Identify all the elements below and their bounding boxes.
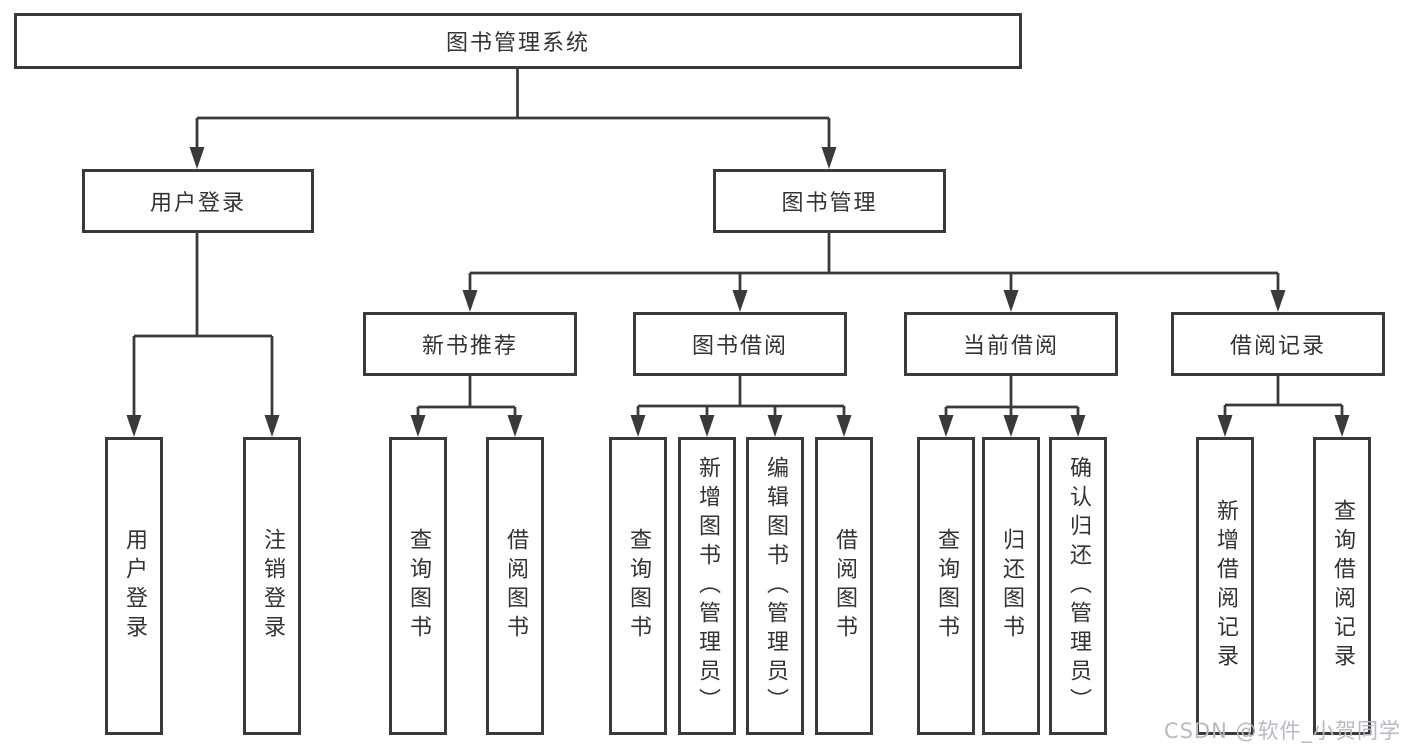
leaf-bb-query-books-label: 查询图书 (626, 528, 651, 644)
node-root-system-label: 图书管理系统 (445, 31, 590, 56)
leaf-cb-confirm-return-admin-label: 确认归还（管理员） (1066, 455, 1091, 717)
leaf-nbr-borrow-books-label: 借阅图书 (503, 528, 528, 644)
node-borrowing-records-label: 借阅记录 (1229, 334, 1326, 359)
leaf-cb-confirm-return-admin: 确认归还（管理员） (1049, 437, 1107, 735)
node-user-login: 用户登录 (82, 169, 314, 233)
csdn-watermark: CSDN @软件_小贺同学 (1163, 719, 1401, 743)
leaf-nbr-query-books-label: 查询图书 (406, 528, 431, 644)
leaf-bb-query-books: 查询图书 (609, 437, 667, 735)
leaf-user-login: 用户登录 (105, 437, 163, 735)
leaf-nbr-query-books: 查询图书 (389, 437, 447, 735)
leaf-cb-query-books: 查询图书 (917, 437, 975, 735)
leaf-br-add-record-label: 新增借阅记录 (1213, 499, 1238, 673)
node-book-borrowing: 图书借阅 (633, 312, 847, 376)
leaf-bb-borrow-books: 借阅图书 (815, 437, 873, 735)
node-book-management: 图书管理 (713, 169, 946, 233)
leaf-nbr-borrow-books: 借阅图书 (486, 437, 544, 735)
leaf-cb-query-books-label: 查询图书 (934, 528, 959, 644)
leaf-bb-add-books-admin: 新增图书（管理员） (678, 437, 736, 735)
node-borrowing-records: 借阅记录 (1171, 312, 1385, 376)
node-new-book-recommendation: 新书推荐 (363, 312, 577, 376)
node-book-management-label: 图书管理 (781, 191, 878, 216)
leaf-br-query-record: 查询借阅记录 (1313, 437, 1371, 735)
leaf-br-query-record-label: 查询借阅记录 (1330, 499, 1355, 673)
node-book-borrowing-label: 图书借阅 (691, 334, 788, 359)
leaf-logout-login: 注销登录 (243, 437, 301, 735)
leaf-user-login-label: 用户登录 (122, 528, 147, 644)
node-current-borrowing: 当前借阅 (904, 312, 1118, 376)
node-root-system: 图书管理系统 (14, 13, 1022, 69)
leaf-cb-return-books: 归还图书 (982, 437, 1040, 735)
leaf-br-add-record: 新增借阅记录 (1196, 437, 1254, 735)
leaf-cb-return-books-label: 归还图书 (999, 528, 1024, 644)
leaf-logout-login-label: 注销登录 (260, 528, 285, 644)
leaf-bb-borrow-books-label: 借阅图书 (832, 528, 857, 644)
leaf-bb-edit-books-admin: 编辑图书（管理员） (746, 437, 804, 735)
node-user-login-label: 用户登录 (149, 191, 246, 216)
node-current-borrowing-label: 当前借阅 (962, 334, 1059, 359)
leaf-bb-edit-books-admin-label: 编辑图书（管理员） (763, 455, 788, 717)
node-new-book-recommendation-label: 新书推荐 (421, 334, 518, 359)
leaf-bb-add-books-admin-label: 新增图书（管理员） (695, 455, 720, 717)
